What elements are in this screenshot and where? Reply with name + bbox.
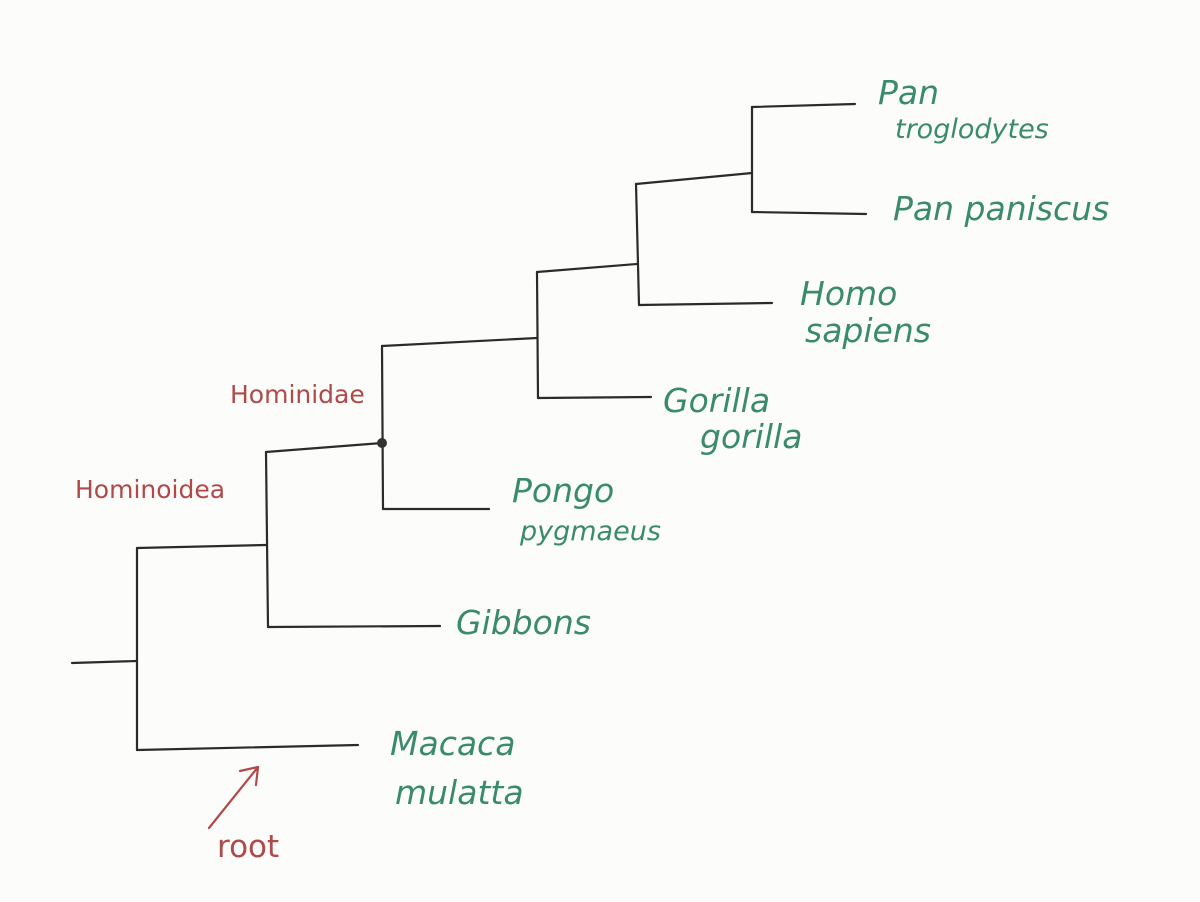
taxon-macaca-species: mulatta xyxy=(395,773,524,812)
branch-hominini xyxy=(535,262,639,274)
node-homininae xyxy=(535,270,540,400)
branch-homo xyxy=(637,301,774,307)
node-hominoidea xyxy=(264,450,270,629)
clade-label-hominoidea: Hominoidea xyxy=(75,475,225,504)
hominidae-node-dot xyxy=(377,438,387,448)
branch-hominoidea xyxy=(135,543,268,550)
taxon-pan-troglodytes-species: troglodytes xyxy=(895,114,1049,145)
node-hominidae xyxy=(380,344,385,511)
taxon-gibbons: Gibbons xyxy=(456,603,591,642)
taxon-pongo-species: pygmaeus xyxy=(519,516,661,547)
branch-hominidae xyxy=(264,441,384,454)
taxon-homo-species: sapiens xyxy=(805,311,931,350)
branch-pan xyxy=(634,171,754,186)
root-stem xyxy=(70,659,139,665)
taxon-gorilla-genus: Gorilla xyxy=(663,381,770,420)
taxon-pongo-genus: Pongo xyxy=(512,471,614,510)
branch-macaca xyxy=(135,743,360,752)
taxon-gorilla-species: gorilla xyxy=(700,417,802,456)
taxon-pan-troglodytes-genus: Pan xyxy=(878,73,939,112)
taxon-macaca-genus: Macaca xyxy=(390,724,515,763)
node-hominini xyxy=(634,182,641,307)
branch-pan-paniscus xyxy=(750,210,868,216)
branch-homininae xyxy=(380,336,539,348)
branch-gibbons xyxy=(266,624,442,629)
clade-label-hominidae: Hominidae xyxy=(230,380,365,409)
root-arrow xyxy=(207,765,260,830)
taxon-homo-genus: Homo xyxy=(800,274,897,313)
root-label: root xyxy=(217,829,279,865)
taxon-pan-paniscus: Pan paniscus xyxy=(893,189,1109,228)
branch-pan-troglodytes xyxy=(750,102,857,109)
branch-gorilla xyxy=(536,395,653,400)
